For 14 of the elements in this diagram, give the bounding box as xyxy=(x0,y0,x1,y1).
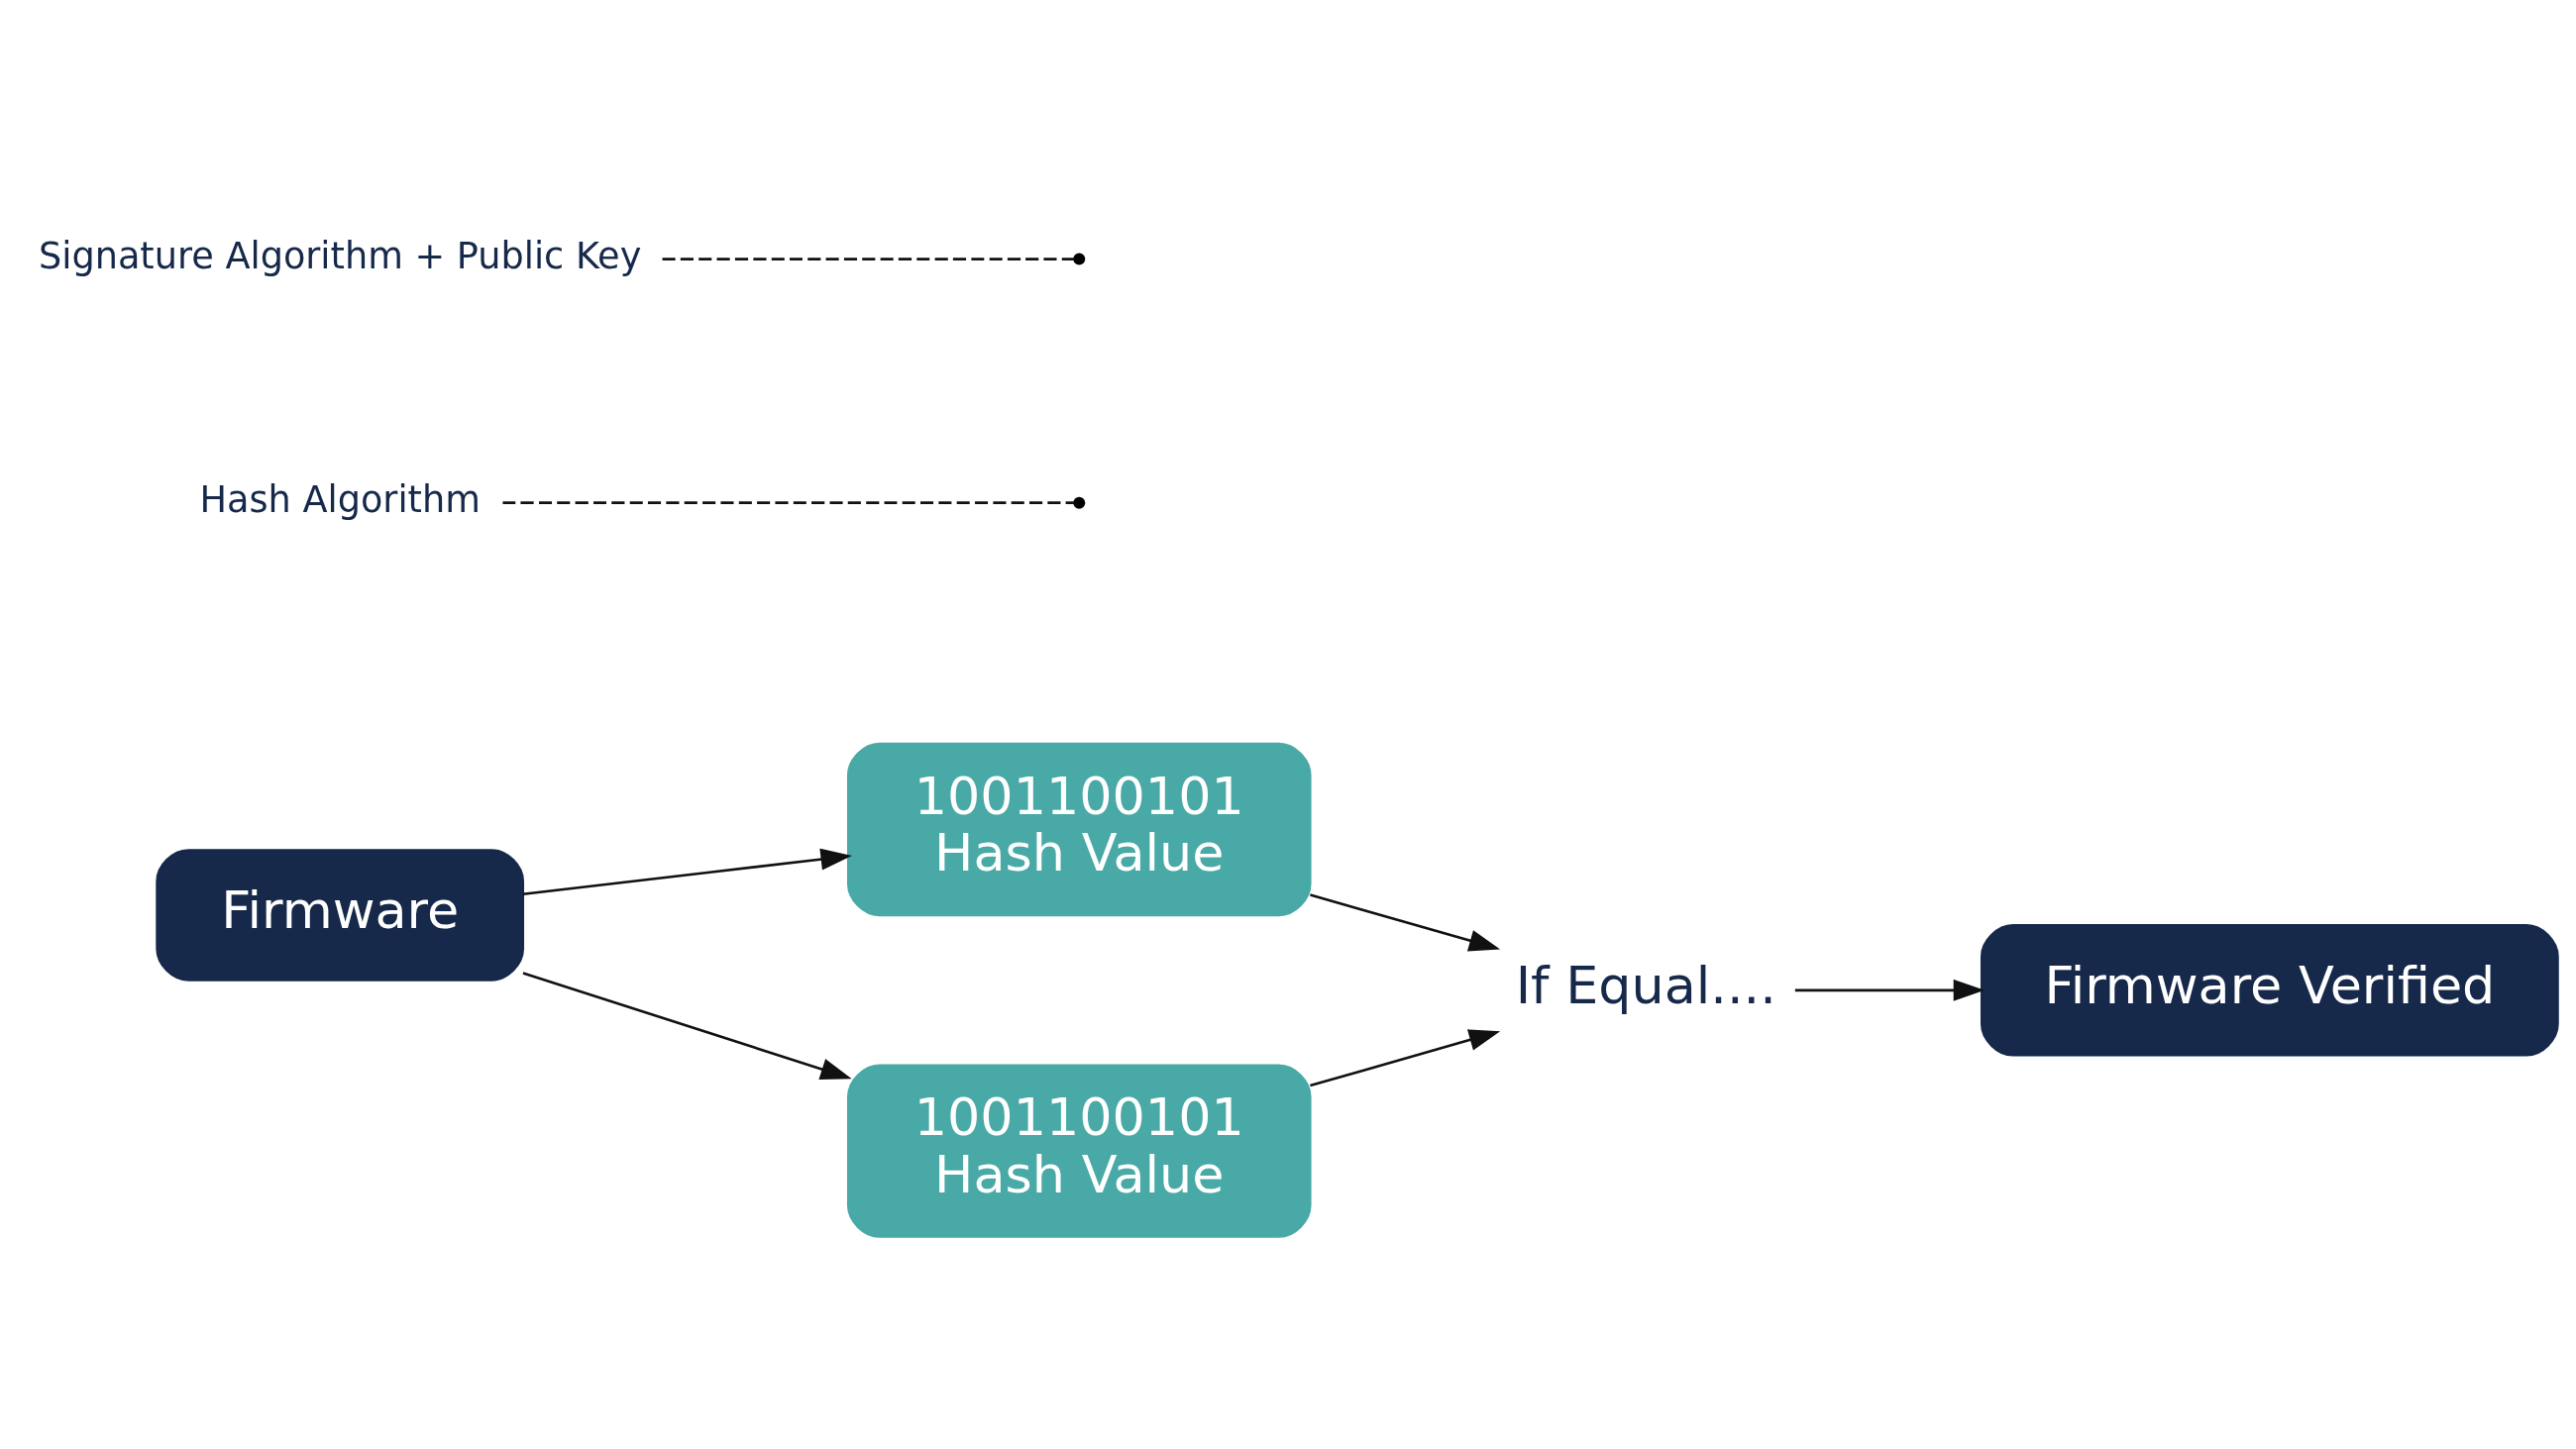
node-text: If Equal.... xyxy=(1515,954,1776,1015)
arrow xyxy=(1310,1029,1501,1087)
node-box: Firmware Verified xyxy=(1980,924,2559,1057)
node-box: Firmware xyxy=(156,849,525,982)
node-box: 1001100101 Hash Value xyxy=(846,742,1312,917)
arrow xyxy=(1794,979,1986,1001)
node-text: Signature Algorithm + Public Key xyxy=(38,235,642,278)
connector xyxy=(502,501,1075,504)
connector xyxy=(662,258,1075,260)
arrow xyxy=(522,848,852,895)
node-text: Hash Algorithm xyxy=(199,478,481,522)
arrow xyxy=(1310,893,1501,952)
node-box: 1001100101 Hash Value xyxy=(846,1064,1312,1238)
arrow xyxy=(522,972,852,1080)
